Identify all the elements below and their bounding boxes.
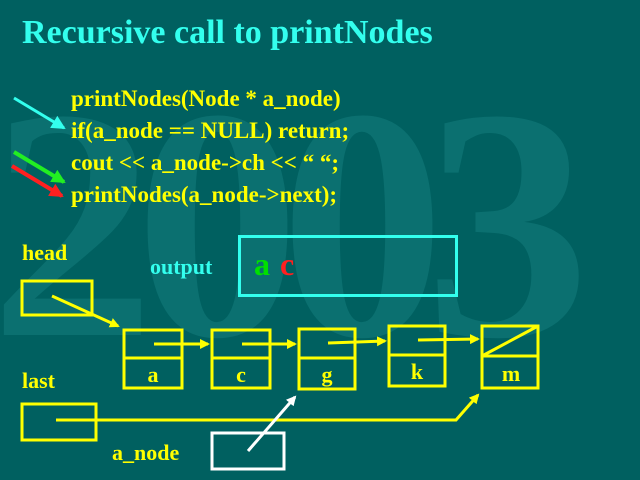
- green-arrow-icon: [12, 150, 66, 184]
- code-line-cout: cout << a_node->ch << “ “;: [71, 150, 340, 175]
- node-k: [387, 324, 447, 388]
- year-watermark: 2003: [0, 42, 590, 407]
- slide-title: Recursive call to printNodes: [22, 14, 433, 51]
- output-char-a: a: [254, 246, 270, 282]
- head-link-arrow: [51, 294, 120, 328]
- code-line-null-check: if(a_node == NULL) return;: [71, 118, 350, 143]
- last-link-arrow: [56, 393, 480, 422]
- node-m-value: m: [501, 361, 521, 386]
- node-g: [297, 327, 357, 391]
- node-a-value: a: [147, 362, 159, 387]
- head-label: head: [22, 240, 68, 265]
- link-g-k: [327, 336, 387, 347]
- node-m: [480, 324, 540, 390]
- output-char-c: c: [280, 246, 295, 282]
- link-k-m: [417, 334, 480, 345]
- a-node-pointer-arrow: [246, 395, 297, 452]
- red-arrow-icon: [10, 164, 64, 198]
- output-label: output: [150, 254, 213, 279]
- last-pointer-box: [20, 402, 98, 442]
- code-line-signature: printNodes(Node * a_node): [71, 86, 341, 111]
- a-node-pointer-box: [210, 431, 286, 471]
- output-box: [238, 235, 458, 297]
- node-g-value: g: [321, 362, 333, 387]
- last-label: last: [22, 368, 55, 393]
- node-k-value: k: [410, 359, 424, 384]
- code-line-recursive-call: printNodes(a_node->next);: [71, 182, 338, 207]
- node-c: [210, 328, 272, 390]
- head-pointer-box: [20, 279, 94, 317]
- node-c-value: c: [236, 362, 246, 387]
- cyan-arrow-icon: [13, 96, 66, 130]
- a-node-label: a_node: [112, 440, 180, 465]
- node-a: [122, 328, 184, 390]
